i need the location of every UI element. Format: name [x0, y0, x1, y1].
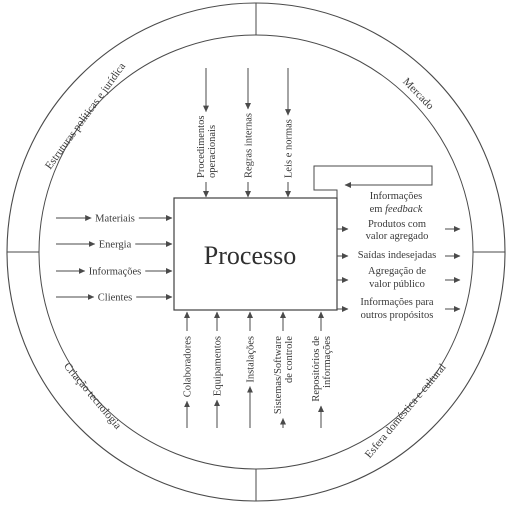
process-title: Processo: [204, 241, 296, 270]
control-label-line: operacionais: [207, 125, 218, 178]
ring-label-top-left: Estruturas políticas e jurídica: [43, 61, 128, 172]
output-item: Informações para outros propósitos: [337, 297, 461, 321]
resource-label: Sistemas/Softwarede controle: [273, 336, 295, 414]
resource-label-line: Sistemas/Software: [273, 336, 284, 414]
bottom-resources: Colaboradores Equipamentos Instalações Sist…: [183, 311, 333, 428]
resource-label-line: Equipamentos: [213, 336, 224, 396]
output-item: Saídas indesejadas: [337, 250, 461, 261]
top-controls: Procedimentosoperacionais Regras internas…: [196, 68, 295, 198]
control-label-line: Leis e normas: [284, 119, 295, 178]
control-label: Leis e normas: [284, 119, 295, 178]
output-label-line: Produtos com: [368, 219, 426, 230]
control-label-line: Regras internas: [244, 113, 255, 178]
resource-label: Equipamentos: [213, 336, 224, 396]
resource-label: Colaboradores: [183, 336, 194, 397]
resource-label-line: Repositórios de: [311, 336, 322, 402]
output-label-line: Informações: [370, 191, 422, 202]
ring-label-top-right: Mercado: [400, 76, 436, 113]
resource-label-line: de controle: [284, 336, 295, 383]
resource-label: Repositórios deinformações: [311, 336, 333, 402]
resource-label-line: Colaboradores: [183, 336, 194, 397]
output-label-line: Agregação de: [368, 266, 426, 277]
ring-label-bottom-left: Criação tecnologia: [61, 361, 123, 432]
output-label-line: Saídas indesejadas: [358, 250, 436, 261]
output-item: Agregação de valor público: [337, 266, 461, 290]
process-box: [173, 197, 338, 311]
input-label: Informações: [89, 267, 141, 278]
output-label-line-italic: feedback: [385, 204, 423, 215]
ring-label-bottom-right: Esfera doméstica e cultural: [363, 361, 449, 460]
resource-label-line: informações: [322, 336, 333, 388]
output-item: Informações em feedback: [370, 191, 423, 215]
resource-label: Instalações: [246, 336, 257, 383]
output-label-line: valor agregado: [366, 231, 429, 242]
output-label-line: valor público: [369, 279, 425, 290]
control-label: Procedimentosoperacionais: [196, 116, 218, 178]
output-label-line: outros propósitos: [361, 310, 434, 321]
input-label: Energia: [99, 240, 132, 251]
input-label: Clientes: [98, 293, 132, 304]
output-label-line: Informações para: [360, 297, 434, 308]
output-label-line: em feedback: [370, 204, 423, 215]
control-label-line: Procedimentos: [196, 116, 207, 178]
input-label: Materiais: [95, 214, 135, 225]
feedback-loop: [313, 165, 433, 198]
control-label: Regras internas: [244, 113, 255, 178]
output-label-line-part: em: [370, 204, 385, 215]
resource-label-line: Instalações: [246, 336, 257, 383]
